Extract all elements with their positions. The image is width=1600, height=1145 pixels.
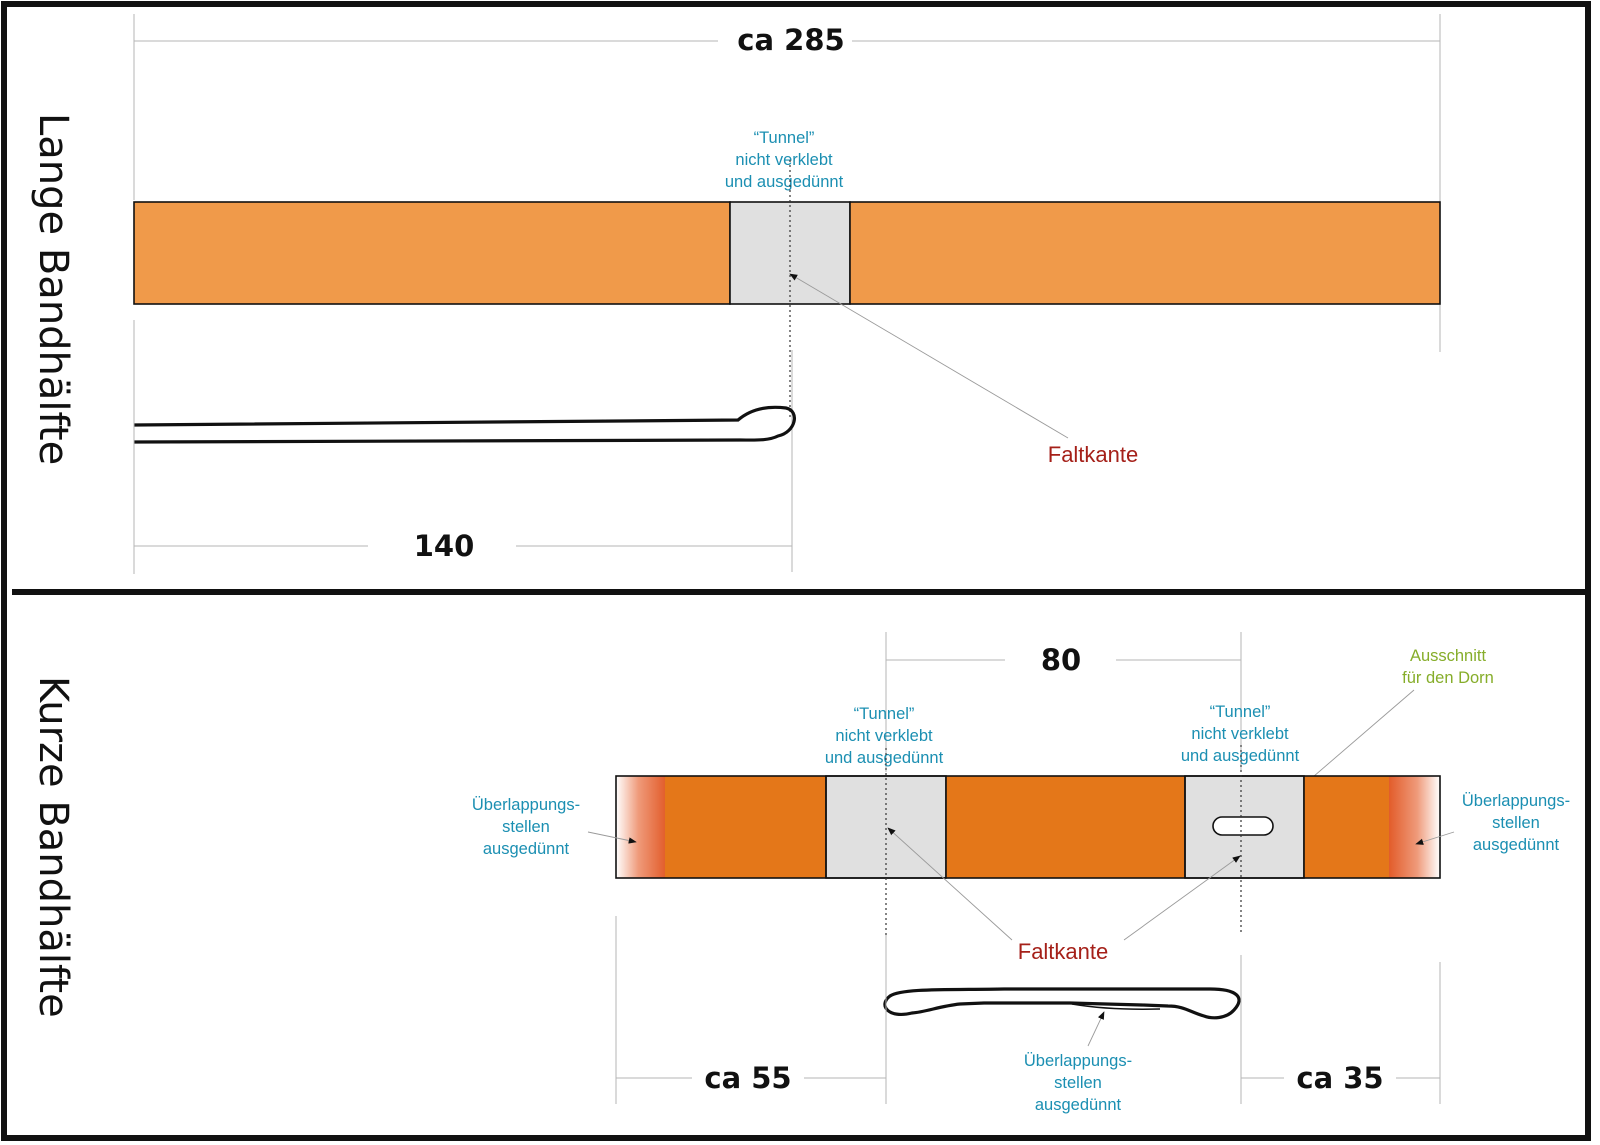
dimension-total-label: ca 285 [737,23,844,57]
short-strip-outline [615,775,1441,879]
dimension-half-label: 140 [414,529,475,563]
dimension-left: ca 55 [615,916,887,1104]
short-strip-overlap-right [1389,776,1440,878]
cutout-note-line2: für den Dorn [1402,669,1494,687]
short-strip-right [1304,776,1391,878]
fold-leader-bottom-right [1123,855,1241,941]
short-strap-strip [615,775,1441,879]
tunnel-note-left: “Tunnel” nicht verklebt und ausgedünnt [825,705,944,767]
fold-leader-bottom-left [887,827,1013,941]
dimension-right-label: ca 35 [1296,1061,1383,1095]
overlap-note-bottom-line3: ausgedünnt [1035,1096,1122,1114]
short-strip-overlap-left [616,776,666,878]
long-strip-tunnel [729,201,851,305]
side-label-short-half: Kurze Bandhälfte [30,676,76,1018]
tunnel-note-top-line3: und ausgedünnt [725,173,844,191]
short-strip-middle [946,776,1185,878]
long-strip-left [133,201,731,305]
overlap-note-bottom: Überlappungs- stellen ausgedünnt [1024,1052,1132,1114]
fold-label-bottom: Faltkante [1018,939,1109,964]
overlap-note-right-line2: stellen [1492,814,1540,832]
overlap-note-left-line2: stellen [502,818,550,836]
long-strap-strip [133,201,1441,305]
overlap-leader-left [587,831,637,844]
dimension-total: ca 285 [133,14,1441,352]
cutout-note: Ausschnitt für den Dorn [1402,647,1494,687]
overlap-leader-right [1415,831,1455,845]
long-strip-right [849,201,1441,305]
fold-leader-top [789,273,1069,439]
fold-label-top: Faltkante [1048,442,1139,467]
overlap-note-bottom-line1: Überlappungs- [1024,1052,1132,1070]
tunnel-note-left-line3: und ausgedünnt [825,749,944,767]
tunnel-note-right-line1: “Tunnel” [1210,703,1271,721]
dimension-right: ca 35 [1240,955,1441,1104]
overlap-note-left-line3: ausgedünnt [483,840,570,858]
tunnel-note-top-line1: “Tunnel” [754,129,815,147]
cutout-note-line1: Ausschnitt [1410,647,1487,665]
overlap-note-right-line1: Überlappungs- [1462,792,1570,810]
dimension-between-label: 80 [1041,643,1081,677]
overlap-note-right-line3: ausgedünnt [1473,836,1560,854]
folded-profile-short-seam [1071,1003,1161,1011]
dimension-between: 80 [885,632,1242,772]
short-strip-left [665,776,826,878]
tunnel-note-right: “Tunnel” nicht verklebt und ausgedünnt [1181,703,1300,765]
tunnel-note-right-line3: und ausgedünnt [1181,747,1300,765]
side-label-long-half: Lange Bandhälfte [30,113,76,465]
dimension-half: 140 [133,320,792,574]
dimension-left-label: ca 55 [704,1061,791,1095]
folded-profile-short [883,987,1241,1020]
overlap-note-bottom-line2: stellen [1054,1074,1102,1092]
short-strip-tunnel-left [825,775,947,879]
overlap-note-left: Überlappungs- stellen ausgedünnt [472,796,580,858]
tunnel-note-top: “Tunnel” nicht verklebt und ausgedünnt [725,129,844,191]
overlap-leader-bottom [1087,1011,1105,1047]
tunnel-note-right-line2: nicht verklebt [1191,725,1289,743]
overlap-note-left-line1: Überlappungs- [472,796,580,814]
tunnel-note-top-line2: nicht verklebt [735,151,833,169]
buckle-pin-cutout [1212,816,1274,836]
folded-profile-long [133,405,796,444]
tunnel-note-left-line1: “Tunnel” [854,705,915,723]
tunnel-note-left-line2: nicht verklebt [835,727,933,745]
overlap-note-right: Überlappungs- stellen ausgedünnt [1462,792,1570,854]
